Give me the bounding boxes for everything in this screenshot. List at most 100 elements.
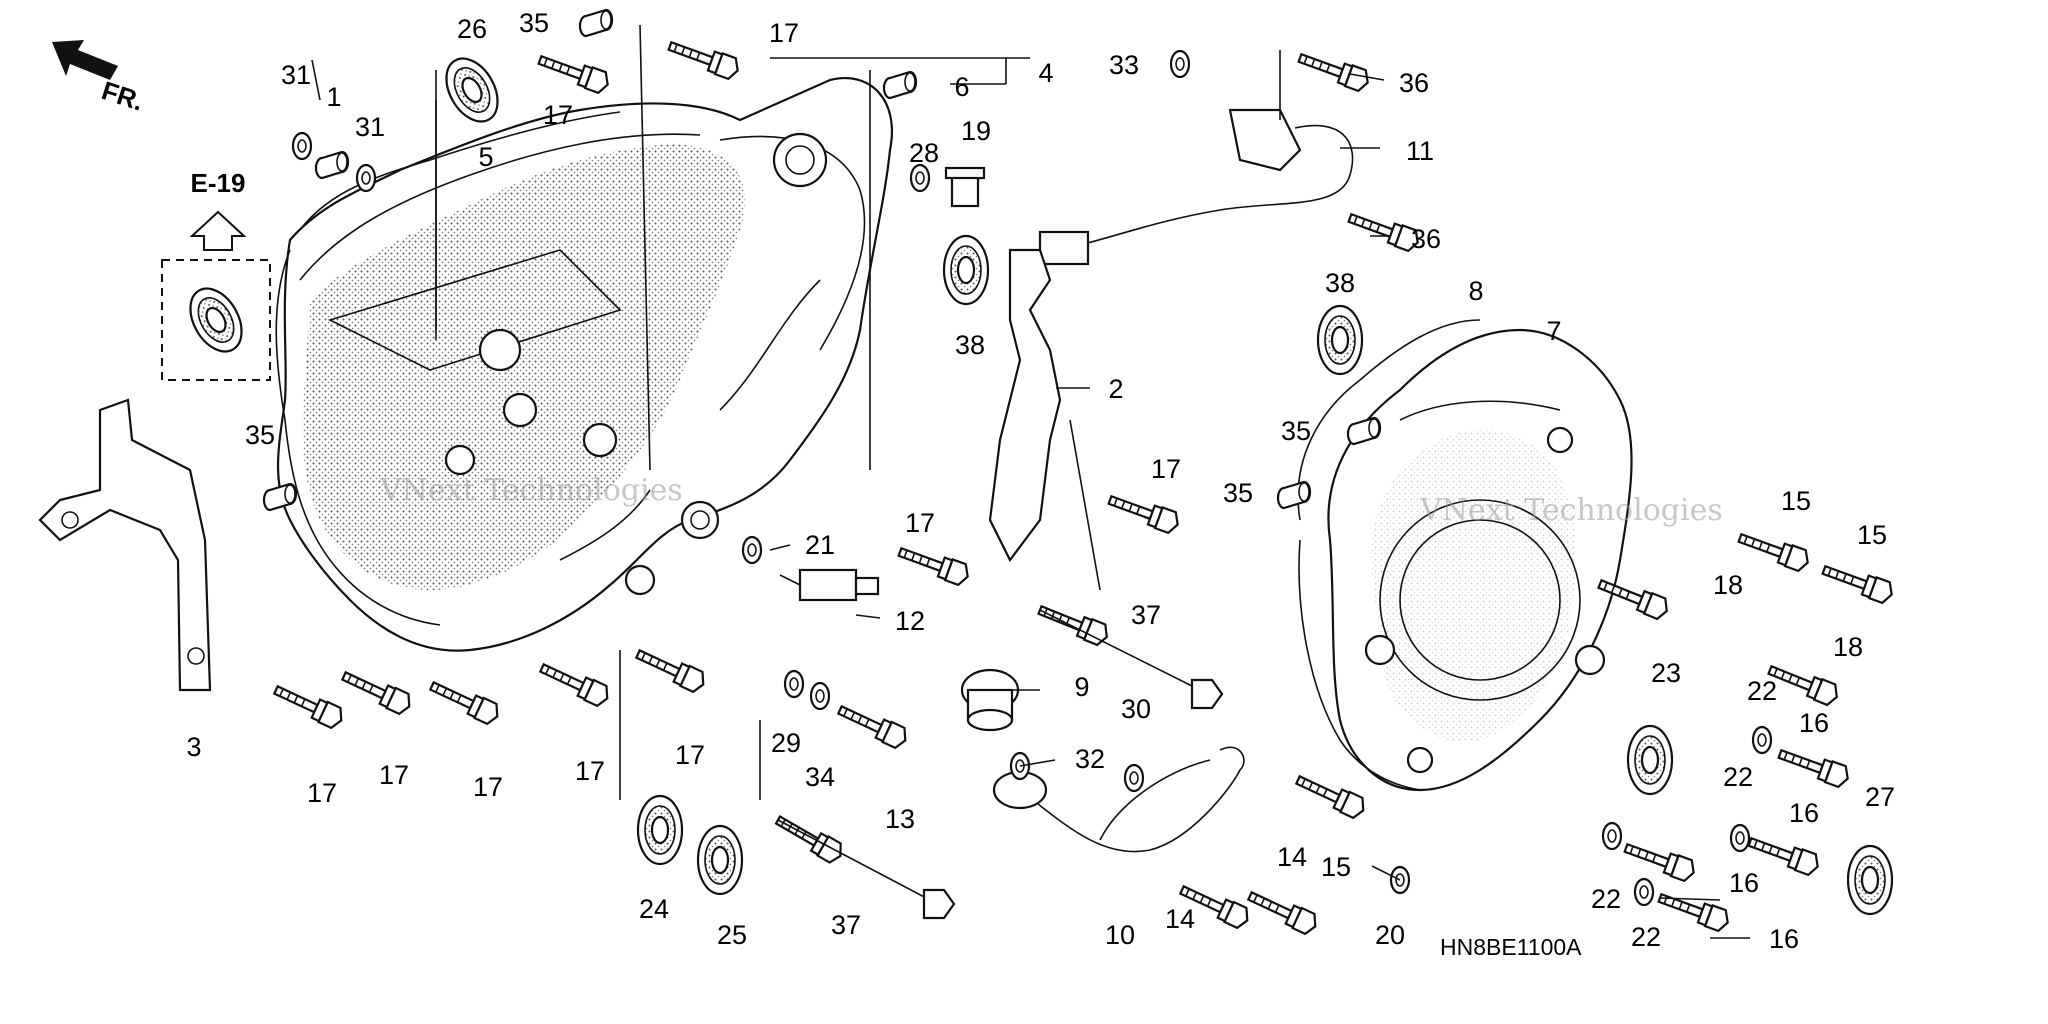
callout: 35 [519,8,549,38]
dowel-6 [882,70,918,100]
callouts: 31 1 31 26 35 17 17 5 6 4 28 19 33 36 11… [186,8,1895,954]
callout: 18 [1833,632,1863,662]
callout: 15 [1857,520,1887,550]
callout: 16 [1799,708,1829,738]
leader-lines [311,24,1750,939]
plate-2 [988,248,1062,563]
callout: 14 [1165,904,1195,934]
washer-28 [909,163,931,193]
bearing-25 [696,824,744,896]
callout: 23 [1651,658,1681,688]
callout: 15 [1321,852,1351,882]
callout: 34 [805,762,835,792]
needle-bearing-24 [636,794,684,866]
diagram-code: HN8BE1100A [1440,934,1582,960]
callout: 17 [307,778,337,808]
washer-21 [741,535,763,565]
callout: 35 [1223,478,1253,508]
dowel-35-right-lower [1276,480,1312,510]
callout: 22 [1747,676,1777,706]
callout: 10 [1105,920,1135,950]
callout: 32 [1075,744,1105,774]
bearing-38-upper [942,234,990,306]
callout: 16 [1729,868,1759,898]
watermark-right: VNext Technologies [1419,493,1723,528]
callout: 17 [905,508,935,538]
sensor-bracket [1228,108,1302,172]
callout: 35 [245,420,275,450]
connector [1038,230,1090,266]
callout: 1 [326,82,341,112]
long-bolt-37-upper [1039,609,1224,710]
right-case-cover [1327,328,1633,792]
callout: 33 [1109,50,1139,80]
callout: 17 [1151,454,1181,484]
dowel-35-top [578,8,614,38]
watermark-left: VNext Technologies [379,473,683,508]
harness-11 [1079,124,1354,246]
washer-22-c [1601,821,1623,851]
callout: 31 [281,60,311,90]
callout: 19 [961,116,991,146]
callout: 12 [895,606,925,636]
callout: 31 [355,112,385,142]
callout: 27 [1865,782,1895,812]
callout: 37 [1131,600,1161,630]
callout: 17 [473,772,503,802]
oring-33 [1169,49,1191,79]
callout: 22 [1591,884,1621,914]
callout: 13 [885,804,915,834]
callout: 6 [954,72,969,102]
callout: 37 [831,910,861,940]
reference-box [161,259,271,381]
callout: 38 [955,330,985,360]
switch-12 [779,568,880,602]
washer-29 [783,669,805,699]
callout: 14 [1277,842,1307,872]
callout: 11 [1406,136,1434,166]
callout: 38 [1325,268,1355,298]
callout: 4 [1038,58,1053,88]
callout: 20 [1375,920,1405,950]
callout: 22 [1631,922,1661,952]
reference-bearing [178,278,254,362]
callout: 17 [675,740,705,770]
callout: 3 [186,732,201,762]
callout: 26 [457,14,487,44]
callout: 36 [1411,224,1441,254]
callout: 7 [1546,316,1561,346]
plug-19 [944,166,986,208]
callout: 36 [1399,68,1429,98]
washer-22-b [1729,823,1751,853]
callout: 30 [1121,694,1151,724]
filler-cap-9 [960,668,1020,732]
seal-27 [1846,844,1894,916]
callout: 18 [1713,570,1743,600]
washer-30 [1123,763,1145,793]
callout: 35 [1281,416,1311,446]
front-arrow-icon: FR. [52,40,147,117]
callout: 24 [639,894,669,924]
callout: 16 [1769,924,1799,954]
callout: 21 [805,530,835,560]
up-arrow-icon [189,210,247,251]
callout: 15 [1781,486,1811,516]
callout: 29 [771,728,801,758]
callout: 28 [909,138,939,168]
callout: 16 [1789,798,1819,828]
bracket-3 [38,398,212,692]
bearing-23 [1626,724,1674,796]
dowel-1 [314,150,350,180]
callout: 17 [769,18,799,48]
gasket-8 [1297,319,1481,791]
long-bolt-37-lower [777,819,956,920]
callout: 22 [1723,762,1753,792]
callout: 8 [1468,276,1483,306]
callout: 17 [379,760,409,790]
callout: 25 [717,920,747,950]
gasket-5 [275,111,621,626]
washer-34 [809,681,831,711]
callout: 17 [575,756,605,786]
bearing-38-right [1316,304,1364,376]
